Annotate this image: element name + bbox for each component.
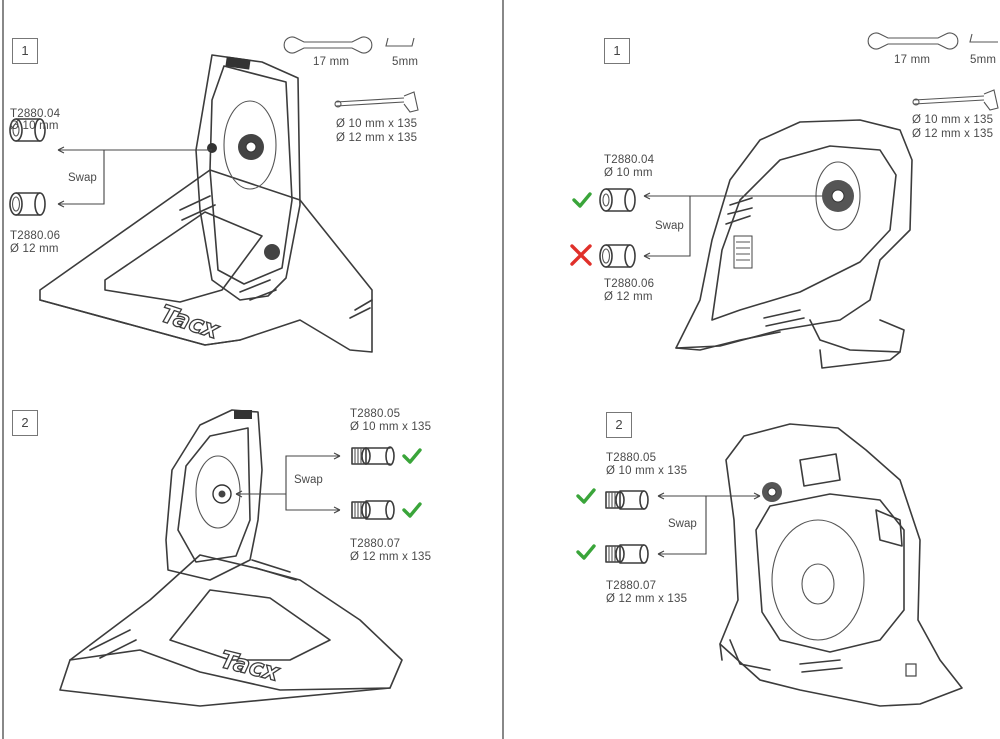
swap-label: Swap	[655, 220, 684, 232]
axle-size-label: Ø 12 mm x 135	[912, 128, 994, 140]
wrench-size-label: 17 mm	[894, 54, 931, 66]
part-code-label: T2880.07	[606, 580, 657, 592]
part-size-label: Ø 12 mm	[604, 291, 653, 303]
step-number: 2	[12, 410, 38, 436]
part-size-label: Ø 12 mm x 135	[350, 551, 432, 563]
check-icon	[576, 488, 596, 504]
panel-divider-left	[2, 0, 4, 739]
panel-divider-center	[502, 0, 504, 739]
adapter-icon-axle-10mm	[605, 490, 649, 510]
axle-size-label: Ø 10 mm x 135	[336, 118, 418, 130]
hex-key-icon	[385, 37, 415, 47]
wrench-icon	[283, 36, 373, 54]
hex-key-size-label: 5mm	[392, 56, 419, 68]
adapter-icon-12mm	[599, 244, 636, 268]
part-code-label: T2880.06	[604, 278, 655, 290]
part-size-label: Ø 10 mm x 135	[606, 465, 688, 477]
trainer-flux-left-bottom	[59, 409, 403, 707]
check-icon	[576, 544, 596, 560]
part-size-label: Ø 10 mm	[604, 167, 653, 179]
axle-size-label: Ø 12 mm x 135	[336, 132, 418, 144]
adapter-icon-12mm	[9, 192, 46, 216]
trainer-flux-left-top	[39, 54, 373, 353]
adapter-icon-axle-12mm	[605, 544, 649, 564]
swap-arrows-left-bottom	[235, 452, 341, 514]
part-size-label: Ø 12 mm	[10, 243, 59, 255]
step-number: 1	[12, 38, 38, 64]
wrench-size-label: 17 mm	[313, 56, 350, 68]
step-number: 1	[604, 38, 630, 64]
axle-icon	[912, 89, 999, 111]
part-code-label: T2880.04	[604, 154, 655, 166]
swap-arrows-left-top	[57, 146, 212, 208]
adapter-icon-10mm	[599, 188, 636, 212]
trainer-neo-right-top	[675, 119, 913, 369]
part-code-label: T2880.04	[10, 108, 61, 120]
swap-label: Swap	[68, 172, 97, 184]
adapter-icon-axle-10mm	[351, 446, 395, 466]
step-number: 2	[606, 412, 632, 438]
swap-label: Swap	[294, 474, 323, 486]
part-size-label: Ø 10 mm x 135	[350, 421, 432, 433]
axle-icon	[334, 91, 419, 113]
wrench-icon	[867, 32, 959, 50]
adapter-icon-10mm	[9, 118, 46, 142]
part-size-label: Ø 12 mm x 135	[606, 593, 688, 605]
trainer-neo-right-bottom	[719, 423, 963, 707]
part-size-label: Ø 10 mm	[10, 120, 59, 132]
part-code-label: T2880.05	[606, 452, 657, 464]
part-code-label: T2880.06	[10, 230, 61, 242]
cross-icon	[570, 244, 592, 266]
hex-key-icon	[969, 33, 998, 43]
hex-key-size-label: 5mm	[970, 54, 997, 66]
swap-arrows-right-top	[643, 192, 822, 260]
axle-size-label: Ø 10 mm x 135	[912, 114, 994, 126]
check-icon	[402, 502, 422, 518]
check-icon	[402, 448, 422, 464]
part-code-label: T2880.05	[350, 408, 401, 420]
swap-arrows-right-bottom	[657, 492, 761, 558]
swap-label: Swap	[668, 518, 697, 530]
part-code-label: T2880.07	[350, 538, 401, 550]
check-icon	[572, 192, 592, 208]
adapter-icon-axle-12mm	[351, 500, 395, 520]
